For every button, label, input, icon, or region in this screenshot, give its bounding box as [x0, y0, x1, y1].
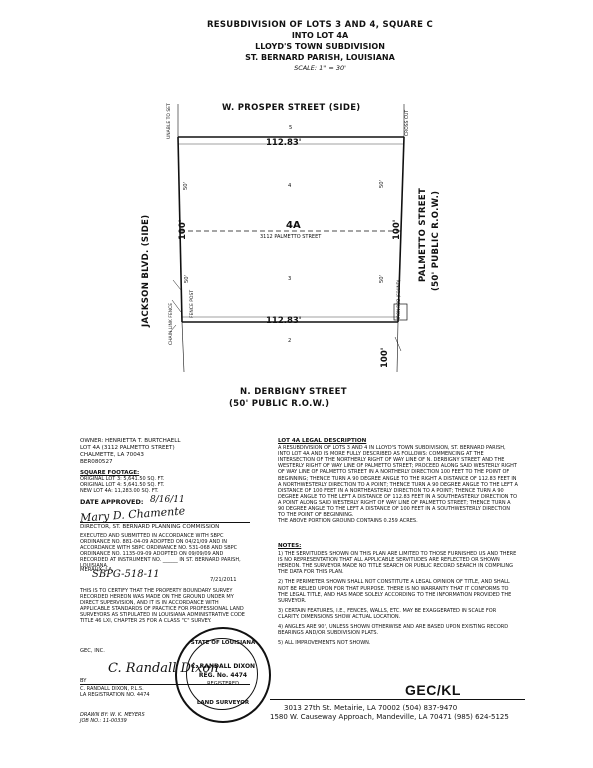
seal-registration: REG. No. 4474	[198, 672, 248, 679]
square-footage-header: SQUARE FOOTAGE:	[80, 470, 140, 476]
surveyor-registration: LA REGISTRATION NO. 4474	[80, 692, 150, 699]
date-approved-label: DATE APPROVED:	[80, 498, 144, 506]
street-top-label: W. PROSPER STREET (SIDE)	[222, 103, 361, 113]
fence-mark	[169, 324, 177, 333]
dimension-lower: 100'	[380, 347, 390, 368]
street-bottom-label-1: N. DERBIGNY STREET	[240, 387, 347, 397]
note-iron-rod: IRON ROD (FOUND)	[396, 279, 401, 319]
lot-label-top: 5	[289, 125, 293, 131]
sbpg-number: SBPG-518-11	[92, 569, 160, 580]
note-cross-cut: CROSS CUT	[405, 109, 410, 136]
street-right-label-1: PALMETTO STREET	[418, 187, 428, 282]
seal-state: STATE OF LOUISIANA	[190, 640, 256, 646]
right-dimension-50a: 50'	[379, 179, 385, 188]
dimension-bottom: 112.83'	[266, 316, 302, 326]
owner-block: OWNER: HENRIETTA T. BURTCHAELL LOT 4A (3…	[80, 438, 250, 466]
director-title: DIRECTOR, ST. BERNARD PLANNING COMMISSIO…	[80, 522, 250, 530]
note-1: 1) THE SERVITUDES SHOWN ON THIS PLAN ARE…	[278, 551, 517, 576]
square-footage-lot4a: NEW LOT 4A: 11,283.00 SQ. FT.	[80, 488, 159, 495]
seal-land-surveyor: LAND SURVEYOR	[196, 700, 250, 706]
iron-rod-box	[393, 303, 408, 321]
street-bottom-label-2: (50' PUBLIC R.O.W.)	[229, 399, 330, 409]
square-footage-block: SQUARE FOOTAGE: ORIGINAL LOT 3: 5,641.50…	[80, 470, 250, 494]
lot-label-new: 4A	[286, 220, 301, 231]
title-line-2: INTO LOT 4A	[291, 31, 349, 40]
owner-name: OWNER: HENRIETTA T. BURTCHAELL	[80, 438, 181, 444]
surveyor-block: C. RANDALL DIXON, P.L.S. LA REGISTRATION…	[80, 684, 250, 698]
lot-address: 3112 PALMETTO STREET	[260, 234, 322, 240]
notes-block: NOTES: 1) THE SERVITUDES SHOWN ON THIS P…	[278, 543, 518, 646]
note-5: 5) ALL IMPROVEMENTS NOT SHOWN.	[278, 640, 371, 647]
seal-name: C. RANDALL DIXON	[190, 663, 256, 670]
title-line-3: LLOYD'S TOWN SUBDIVISION	[255, 42, 385, 51]
extension-line-bottom-left	[181, 321, 185, 373]
lot-label-middle: 4	[288, 183, 292, 189]
legal-area: THE ABOVE PORTION GROUND CONTAINS 0.259 …	[278, 518, 418, 525]
note-unable-to-set: UNABLE TO SET	[167, 103, 172, 139]
lot-label-bottom: 2	[288, 338, 292, 344]
firm-name: GEC, INC.	[80, 648, 105, 654]
street-left-label: JACKSON BLVD. (SIDE)	[141, 214, 151, 327]
note-4: 4) ANGLES ARE 90', UNLESS SHOWN OTHERWIS…	[278, 624, 509, 637]
fence-mark	[172, 279, 182, 291]
note-fence-post: FENCE POST	[190, 289, 195, 318]
owner-lot: LOT 4A (3112 PALMETTO STREET)	[80, 445, 175, 451]
note-2: 2) THE PERIMETER SHOWN SHALL NOT CONSTIT…	[278, 579, 512, 604]
note-chain-link-fence: CHAIN LINK FENCE	[169, 302, 174, 345]
street-right-label-2: (50' PUBLIC R.O.W.)	[431, 190, 441, 291]
scale-note: SCALE: 1" = 30'	[294, 64, 346, 72]
title-line-1: RESUBDIVISION OF LOTS 3 AND 4, SQUARE C	[206, 20, 434, 30]
square-footage-lot4: ORIGINAL LOT 4: 5,641.50 SQ. FT.	[80, 482, 165, 489]
legal-header: LOT 4A LEGAL DESCRIPTION	[278, 438, 367, 444]
square-footage-lot3: ORIGINAL LOT 3: 5,641.50 SQ. FT.	[80, 476, 165, 483]
iron-rod-leader	[394, 336, 402, 352]
notes-header: NOTES:	[278, 543, 302, 549]
extension-line-bottom-right	[396, 321, 399, 373]
seal-registered: REGISTERED	[207, 681, 239, 687]
left-dimension-50b: 50'	[184, 274, 190, 283]
left-dimension-50a: 50'	[183, 181, 189, 190]
lot-label-lower: 3	[288, 276, 292, 282]
surveyor-by: BY	[80, 678, 87, 684]
lot-boundary-left	[177, 136, 183, 323]
company-address-2: 1580 W. Causeway Approach, Mandeville, L…	[270, 713, 509, 721]
company-rule	[270, 699, 525, 700]
title-line-4: ST. BERNARD PARISH, LOUISIANA	[245, 53, 395, 62]
fence-mark	[171, 299, 182, 313]
executed-date: 7/21/2011	[210, 577, 237, 583]
company-address-1: 3013 27th St. Metairie, LA 70002 (504) 8…	[284, 704, 458, 712]
owner-city: CHALMETTE, LA 70043	[80, 452, 144, 458]
legal-description: LOT 4A LEGAL DESCRIPTION A RESUBDIVISION…	[278, 438, 518, 524]
dimension-left: 100'	[178, 219, 188, 240]
company-logo: GEC/KL	[405, 682, 461, 698]
seal-inner-ring	[186, 638, 258, 710]
executed-text: EXECUTED AND SUBMITTED IN ACCORDANCE WIT…	[80, 533, 241, 570]
legal-text: A RESUBDIVISION OF LOTS 3 AND 4 IN LLOYD…	[278, 445, 518, 519]
drawn-by: DRAWN BY: W. K. MEYERS	[80, 712, 145, 718]
surveyor-seal: STATE OF LOUISIANA C. RANDALL DIXON REG.…	[175, 627, 271, 723]
certification-text: THIS IS TO CERTIFY THAT THE PROPERTY BOU…	[80, 588, 245, 625]
meraux-label: MERAUX, LA	[80, 567, 112, 573]
owner-id: BER080527	[80, 459, 113, 465]
lot-boundary-right	[397, 136, 405, 323]
job-number: JOB NO.: 11-00339	[80, 718, 127, 725]
dimension-top: 112.83'	[266, 138, 302, 148]
right-dimension-50b: 50'	[379, 274, 385, 283]
note-3: 3) CERTAIN FEATURES, I.E., FENCES, WALLS…	[278, 607, 497, 620]
dimension-right: 100'	[392, 219, 402, 240]
date-approved-value: 8/16/11	[150, 495, 185, 505]
drawn-by-block: DRAWN BY: W. K. MEYERS JOB NO.: 11-00339	[80, 712, 250, 724]
surveyor-name: C. RANDALL DIXON, P.L.S.	[80, 686, 144, 692]
